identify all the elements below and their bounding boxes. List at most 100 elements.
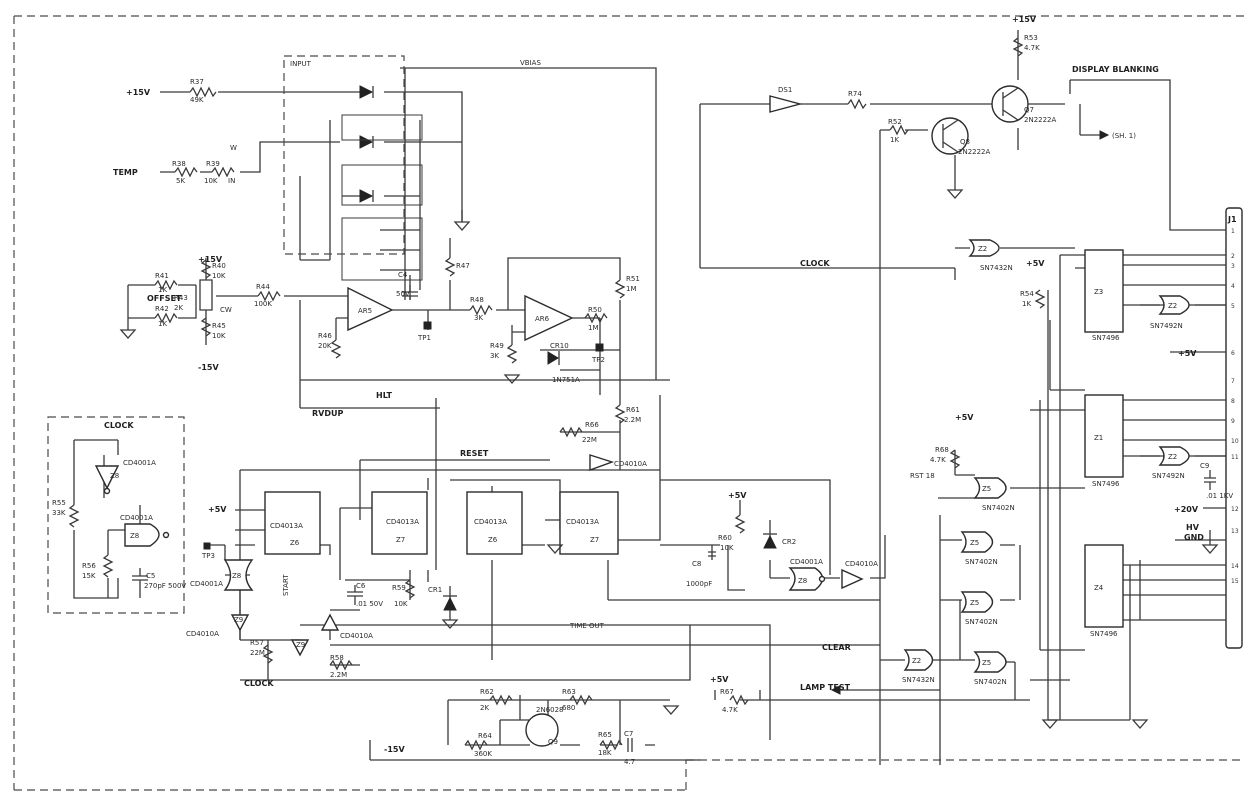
svg-text:CD4001A: CD4001A [123,459,156,467]
svg-text:Z5: Z5 [970,539,979,547]
svg-text:+15V: +15V [1012,15,1037,24]
svg-text:C4: C4 [398,271,408,279]
svg-text:Z6: Z6 [290,539,300,547]
svg-text:SN7496: SN7496 [1090,630,1118,638]
svg-text:+5V: +5V [710,675,729,684]
svg-text:-15V: -15V [384,745,405,754]
svg-text:TP1: TP1 [417,334,431,342]
connector-pin: 14 [1231,563,1239,570]
svg-text:Z7: Z7 [396,536,405,544]
svg-text:Z8: Z8 [130,532,139,540]
svg-text:+5V: +5V [728,491,747,500]
svg-text:R50: R50 [588,306,602,314]
svg-text:AR6: AR6 [535,315,550,323]
svg-text:C8: C8 [692,560,701,568]
svg-text:Z2: Z2 [912,657,921,665]
board-outline: J1 [13,15,1245,791]
svg-text:R39: R39 [206,160,220,168]
svg-text:R47: R47 [456,262,470,270]
gate-z8d [788,567,824,591]
svg-text:CD4013A: CD4013A [270,522,303,530]
connector-label: J1 [1227,215,1237,224]
svg-text:R46: R46 [318,332,332,340]
svg-text:2N2222A: 2N2222A [1024,116,1057,124]
svg-text:4.7K: 4.7K [930,456,946,464]
svg-text:+15V: +15V [198,255,223,264]
svg-text:+5V: +5V [1178,349,1197,358]
svg-text:-15V: -15V [198,363,219,372]
svg-text:DISPLAY BLANKING: DISPLAY BLANKING [1072,65,1159,74]
connector-pin: 7 [1231,378,1235,385]
offset-network: +15V R40 10K R43 2K CW R45 10K -15V R41 … [119,255,281,372]
svg-text:SN7492N: SN7492N [1152,472,1185,480]
svg-text:HV: HV [1186,523,1200,532]
gate-z5d [973,651,1007,673]
svg-text:1K: 1K [158,320,167,328]
svg-text:1M: 1M [626,285,637,293]
opamp-ar5 [347,286,394,332]
svg-text:Z8: Z8 [798,577,807,585]
svg-text:2N2222A: 2N2222A [958,148,991,156]
svg-text:TEMP: TEMP [113,168,138,177]
ic-z4 [1084,544,1124,628]
svg-text:Z5: Z5 [982,659,991,667]
svg-text:SN7496: SN7496 [1092,334,1120,342]
svg-text:TP3: TP3 [201,552,215,560]
svg-text:R51: R51 [626,275,640,283]
svg-text:R67: R67 [720,688,734,696]
gate-z8c [223,559,254,591]
svg-text:3K: 3K [474,314,483,322]
svg-text:22M: 22M [582,436,597,444]
ic-z3 [1084,249,1124,333]
svg-text:R45: R45 [212,322,226,330]
svg-text:50V: 50V [396,290,410,298]
wiring [127,30,1226,765]
svg-text:1K: 1K [1022,300,1031,308]
svg-text:CR10: CR10 [550,342,569,350]
svg-text:(SH. 1): (SH. 1) [1112,132,1136,140]
svg-text:22M: 22M [250,649,265,657]
svg-text:R40: R40 [212,262,226,270]
svg-text:GND: GND [1184,533,1204,542]
svg-text:CD4010A: CD4010A [186,630,219,638]
svg-text:R68: R68 [935,446,949,454]
svg-text:C7: C7 [624,730,633,738]
svg-text:4.7K: 4.7K [1024,44,1040,52]
svg-text:Q8: Q8 [960,138,970,146]
svg-text:20K: 20K [318,342,332,350]
svg-text:SN7402N: SN7402N [965,558,998,566]
led-ds1 [769,95,803,113]
svg-text:INPUT: INPUT [290,60,312,68]
svg-text:+5V: +5V [955,413,974,422]
svg-text:CD4010A: CD4010A [614,460,647,468]
svg-text:IN: IN [228,177,235,185]
buffer-z9a [230,614,250,632]
buffer-z9c [290,639,310,657]
svg-text:R56: R56 [82,562,96,570]
svg-text:C9: C9 [1200,462,1209,470]
svg-text:Z3: Z3 [1094,288,1103,296]
svg-text:R64: R64 [478,732,492,740]
svg-text:Z5: Z5 [982,485,991,493]
svg-text:SN7402N: SN7402N [974,678,1007,686]
svg-text:Z6: Z6 [488,536,498,544]
svg-text:R57: R57 [250,639,264,647]
svg-text:Q7: Q7 [1024,106,1034,114]
clock-title: CLOCK [104,421,134,430]
svg-text:10K: 10K [212,332,226,340]
buffer-z9-out [841,568,864,590]
connector-pin: 5 [1231,303,1235,310]
svg-text:33K: 33K [52,509,66,517]
svg-text:RST 18: RST 18 [910,472,935,480]
svg-text:680: 680 [562,704,575,712]
svg-text:HLT: HLT [376,391,392,400]
svg-text:R52: R52 [888,118,902,126]
connector-pin: 12 [1231,506,1239,513]
svg-text:2.2M: 2.2M [624,416,641,424]
gate-z2b [1158,295,1190,315]
ic-z1 [1084,394,1124,478]
svg-text:R66: R66 [585,421,599,429]
svg-text:R55: R55 [52,499,66,507]
svg-text:START: START [282,574,290,596]
svg-text:10K: 10K [204,177,218,185]
